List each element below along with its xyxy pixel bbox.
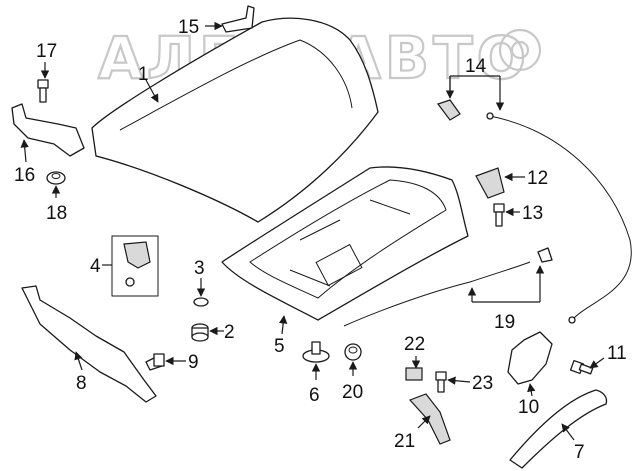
leader-lines <box>20 21 605 441</box>
callout-7: 7 <box>574 442 585 463</box>
callout-4: 4 <box>90 256 101 277</box>
release-cable <box>437 99 632 324</box>
callout-23: 23 <box>472 373 493 394</box>
grommet-20 <box>344 343 362 361</box>
bolt-9 <box>145 353 165 371</box>
bolt-13 <box>493 203 505 227</box>
bolt-17 <box>37 79 49 103</box>
callout-17: 17 <box>36 41 57 62</box>
callout-20: 20 <box>342 382 363 403</box>
callout-15: 15 <box>178 17 199 38</box>
hood-hinge-left <box>11 103 85 157</box>
callout-10: 10 <box>518 397 539 418</box>
clip-22 <box>405 367 423 381</box>
bumper-stop-2 <box>191 323 209 342</box>
callout-5: 5 <box>274 336 285 357</box>
hood-hinge-upper <box>221 5 255 33</box>
hood-panel <box>91 17 379 223</box>
support-bracket-8 <box>21 285 157 403</box>
callout-3: 3 <box>194 258 205 279</box>
callout-1: 1 <box>138 64 149 85</box>
callout-labels: 1 2 3 4 5 6 7 8 9 10 11 12 13 14 15 16 1… <box>14 17 627 463</box>
gear-icon-small <box>498 28 542 72</box>
callout-19: 19 <box>494 312 515 333</box>
callout-13: 13 <box>522 203 543 224</box>
callout-8: 8 <box>76 373 87 394</box>
latch-bracket-12 <box>475 167 505 199</box>
callout-11: 11 <box>607 343 627 364</box>
clip-6 <box>302 341 330 363</box>
washer-3 <box>193 297 209 307</box>
release-rod-19 <box>343 247 553 327</box>
grommet-18 <box>46 171 66 185</box>
callout-14: 14 <box>465 56 487 77</box>
callout-6: 6 <box>309 385 320 406</box>
bolt-23 <box>435 371 447 393</box>
hood-insulator <box>221 166 469 321</box>
callout-18: 18 <box>46 203 67 224</box>
bracket-21 <box>408 393 451 445</box>
seal-strip-7 <box>509 389 608 469</box>
hood-latch-10 <box>507 331 553 385</box>
callout-12: 12 <box>527 168 548 189</box>
bolt-11 <box>569 359 594 375</box>
callout-16: 16 <box>14 165 35 186</box>
bracket-4-box <box>111 235 159 297</box>
callout-2: 2 <box>224 322 235 343</box>
callout-9: 9 <box>188 352 199 373</box>
callout-22: 22 <box>404 334 425 355</box>
callout-21: 21 <box>394 431 415 452</box>
